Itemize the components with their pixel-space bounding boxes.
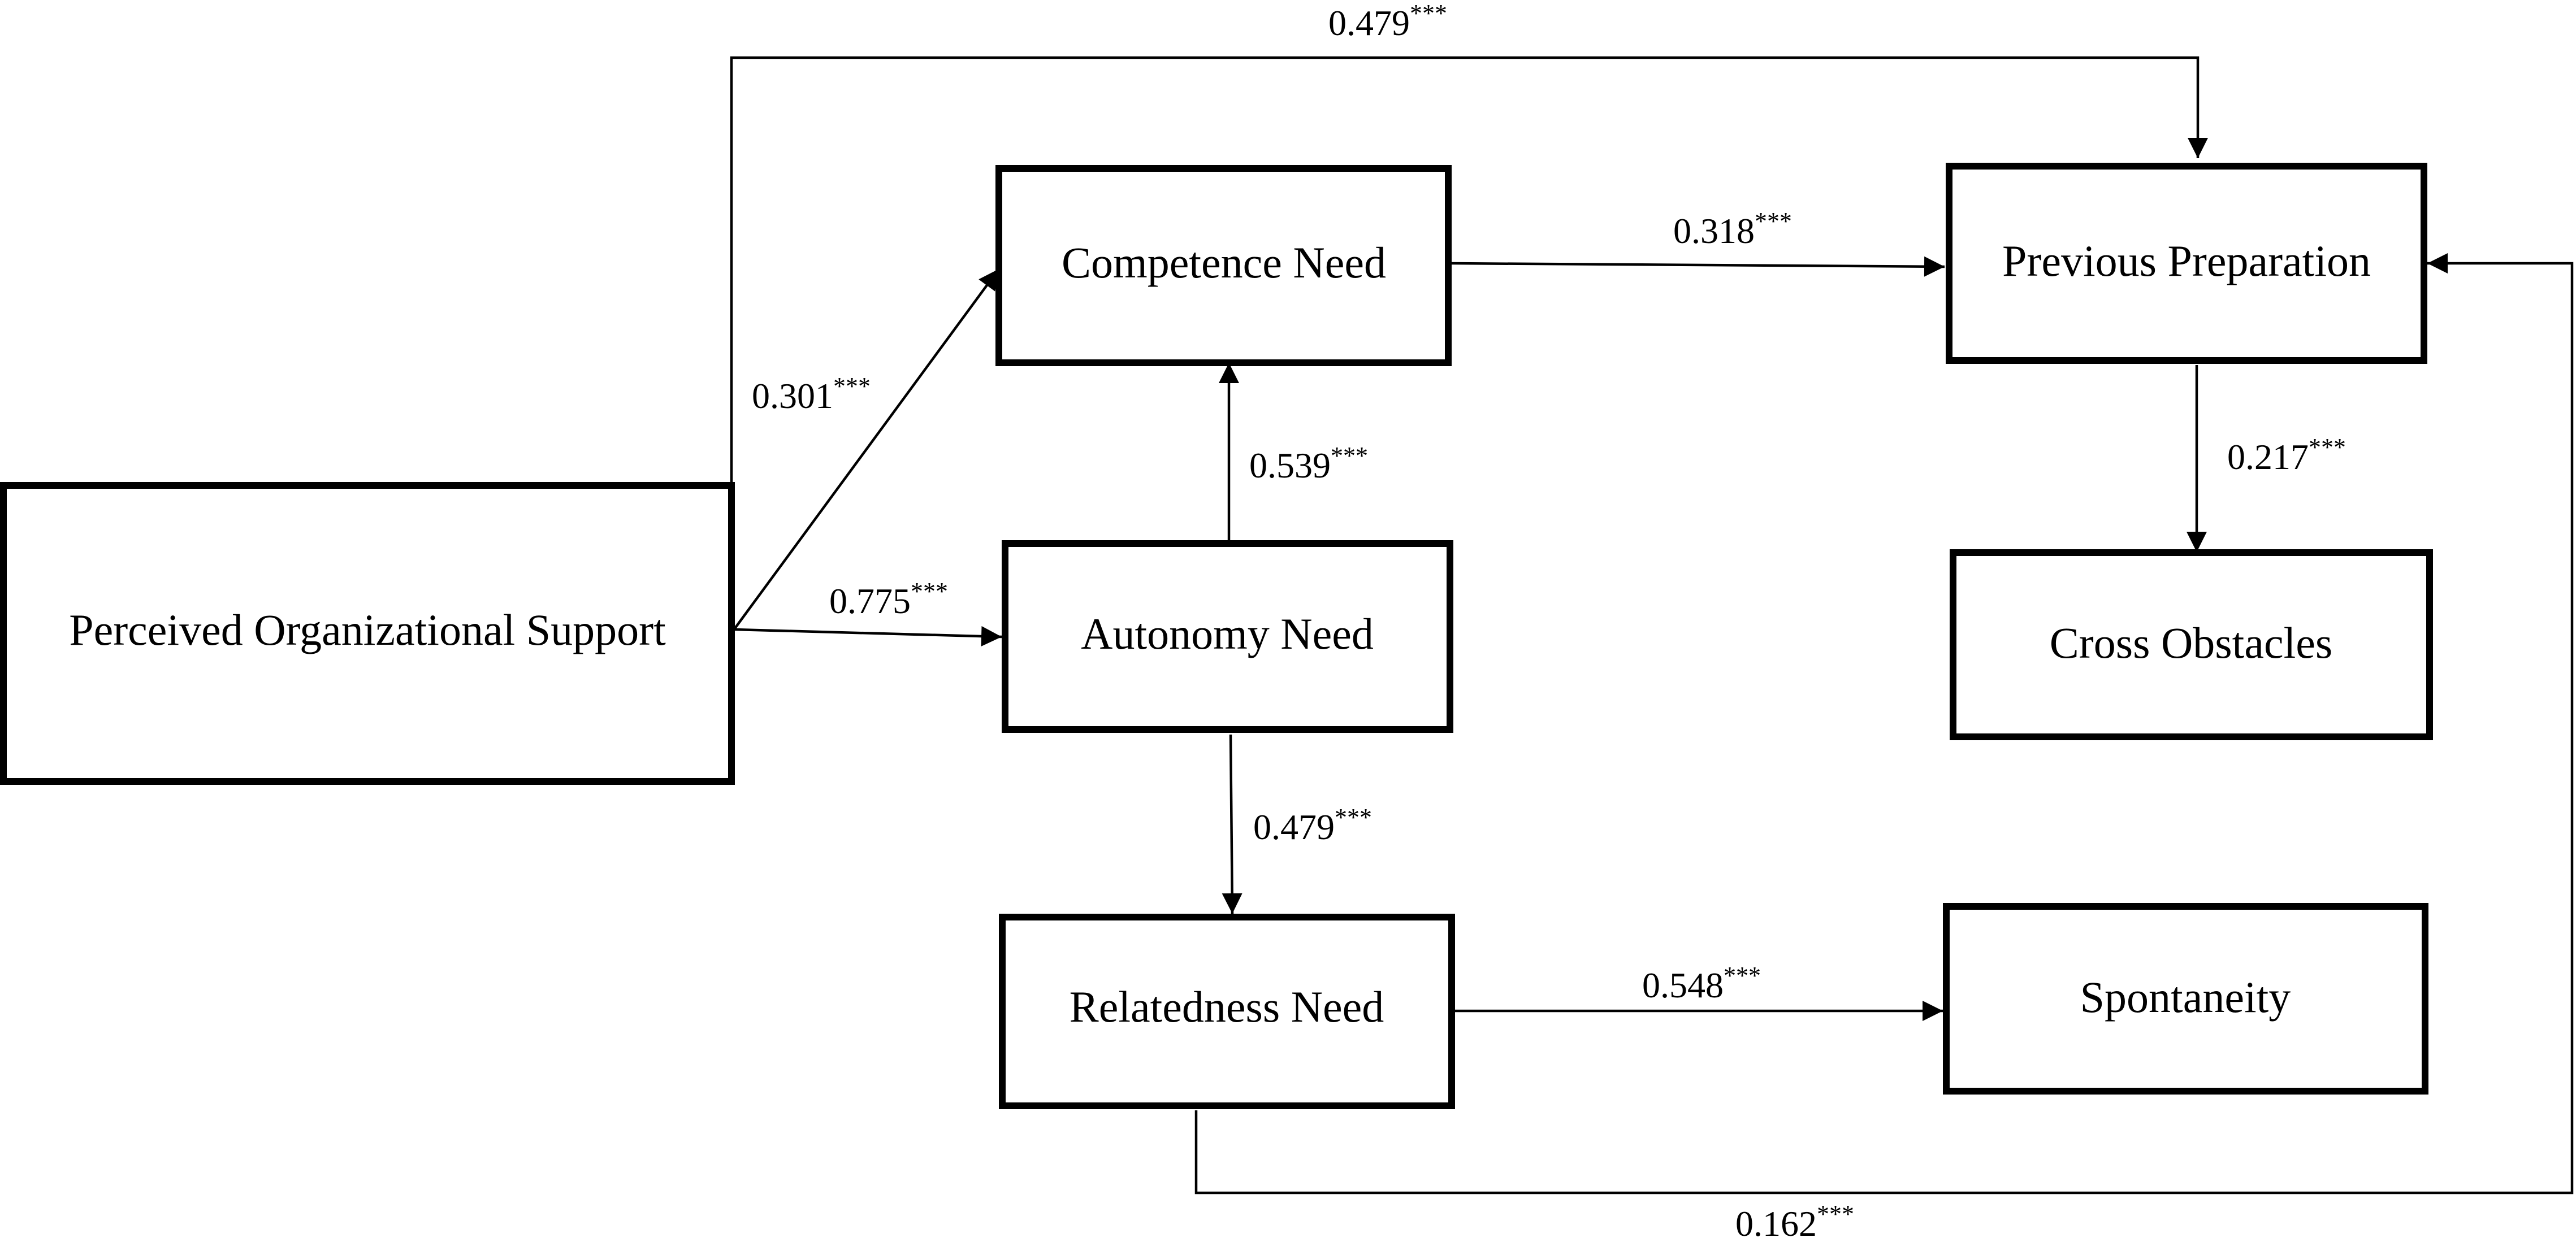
- coef-pos-to-competence-need: 0.301***: [752, 372, 871, 416]
- coef-pos-to-autonomy-need: 0.775***: [829, 577, 948, 621]
- edge-pos-to-autonomy-need: [734, 626, 1002, 647]
- coef-relatedness-to-previous-preparation: 0.162***: [1735, 1200, 1854, 1244]
- node-label: Perceived Organizational Support: [69, 605, 666, 654]
- node-label: Relatedness Need: [1070, 982, 1384, 1031]
- coef-pos-to-previous-preparation: 0.479***: [1328, 0, 1447, 43]
- coef-autonomy-to-competence: 0.539***: [1249, 442, 1368, 485]
- node-autonomy-need: Autonomy Need: [1002, 540, 1453, 733]
- coef-relatedness-to-spontaneity: 0.548***: [1642, 962, 1761, 1005]
- node-spontaneity: Spontaneity: [1943, 903, 2428, 1095]
- node-previous-preparation: Previous Preparation: [1946, 163, 2427, 364]
- node-label: Spontaneity: [2080, 972, 2291, 1022]
- node-label: Autonomy Need: [1081, 609, 1374, 658]
- edge-relatedness-to-previous-preparation: [1194, 253, 2574, 1195]
- node-label: Previous Preparation: [2002, 236, 2371, 285]
- node-label: Competence Need: [1062, 238, 1386, 287]
- coefficient-labels: 0.479*** 0.301*** 0.775*** 0.539*** 0.47…: [752, 0, 2346, 1244]
- node-competence-need: Competence Need: [995, 165, 1452, 366]
- node-perceived-organizational-support: Perceived Organizational Support: [0, 482, 735, 785]
- edge-pos-to-competence-need: [734, 268, 1000, 629]
- node-relatedness-need: Relatedness Need: [999, 914, 1455, 1109]
- coef-competence-to-previous-preparation: 0.318***: [1673, 207, 1792, 251]
- edges: [730, 56, 2574, 1195]
- node-cross-obstacles: Cross Obstacles: [1950, 549, 2433, 740]
- coef-previous-preparation-to-cross-obstacles: 0.217***: [2227, 433, 2346, 477]
- node-label: Cross Obstacles: [2050, 618, 2332, 667]
- edge-competence-to-previous-preparation: [1451, 256, 1945, 277]
- edge-pos-to-previous-preparation: [730, 56, 2208, 489]
- edge-autonomy-to-relatedness: [1222, 734, 1242, 914]
- coef-autonomy-to-relatedness: 0.479***: [1253, 804, 1372, 847]
